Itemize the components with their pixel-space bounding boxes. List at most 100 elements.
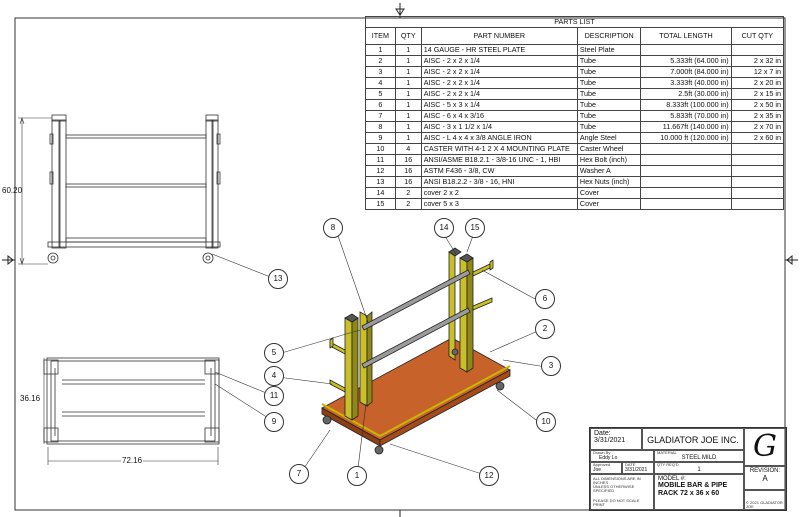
balloon-7: 7 [289, 464, 309, 484]
front-view [47, 114, 221, 264]
top-dimensions [43, 358, 219, 465]
company-name: GLADIATOR JOE INC. [642, 428, 744, 450]
date-cell: Date: 3/31/2021 [590, 428, 642, 450]
cell-part-number: 14 GAUGE - HR STEEL PLATE [420, 44, 578, 56]
cell-qty: 1 [394, 132, 422, 144]
drawn-by-cell: Drawn By Eddy Lo [590, 450, 654, 462]
cell-qty: 2 [394, 187, 422, 199]
company-logo: G [744, 428, 786, 466]
balloon-8: 8 [323, 218, 343, 238]
cell-qty: 1 [394, 44, 422, 56]
cell-cut-qty: 2 x 15 in [730, 88, 785, 100]
cell-description: Cover [576, 198, 642, 210]
front-height-label: 60.20 [2, 186, 23, 195]
balloon-12: 12 [479, 466, 499, 486]
col-qty: QTY [394, 27, 422, 45]
cell-item: 13 [365, 176, 396, 188]
cell-description: Caster Wheel [576, 143, 642, 155]
cell-total-length: 8.333ft (100.000 in) [640, 99, 732, 111]
qty-cell: QTY REQ'D 1 [654, 462, 744, 474]
cell-description: Hex Nuts (inch) [576, 176, 642, 188]
cell-total-length [640, 198, 732, 210]
col-total-length: TOTAL LENGTH [640, 27, 732, 45]
balloon-11: 11 [264, 386, 284, 406]
balloon-15: 15 [465, 218, 485, 238]
approved-date-cell: DATE 3/31/2021 [622, 462, 654, 474]
balloon-2: 2 [535, 319, 555, 339]
approved-cell: Approved Joe [590, 462, 622, 474]
cell-part-number: AISC - 5 x 3 x 1/4 [420, 99, 578, 111]
top-view [43, 357, 220, 445]
revision-label: REVISION: [749, 468, 781, 474]
parts-list-title: PARTS LIST [365, 16, 784, 28]
balloon-9: 9 [264, 412, 284, 432]
cell-total-length: 11.667ft (140.000 in) [640, 121, 732, 133]
cell-description: Washer A [576, 165, 642, 177]
cell-cut-qty [730, 154, 785, 166]
cell-cut-qty: 12 x 7 in [730, 66, 785, 78]
title-block: Date: 3/31/2021 GLADIATOR JOE INC. G Dra… [589, 427, 787, 511]
cell-description: Tube [576, 66, 642, 78]
cell-item: 2 [365, 55, 396, 67]
cell-item: 12 [365, 165, 396, 177]
cell-cut-qty: 2 x 50 in [730, 99, 785, 111]
cell-total-length: 7.000ft (84.000 in) [640, 66, 732, 78]
cell-part-number: AISC - 2 x 2 x 1/4 [420, 88, 578, 100]
cell-part-number: AISC - 6 x 4 x 3/16 [420, 110, 578, 122]
cell-description: Tube [576, 88, 642, 100]
cell-part-number: AISC - 2 x 2 x 1/4 [420, 55, 578, 67]
cell-qty: 16 [394, 165, 422, 177]
cell-item: 3 [365, 66, 396, 78]
front-height-dimension [18, 117, 52, 265]
cell-qty: 1 [394, 99, 422, 111]
approved-by: Joe [593, 467, 602, 473]
col-description: DESCRIPTION [576, 27, 642, 45]
cell-part-number: cover 2 x 2 [420, 187, 578, 199]
balloon-1: 1 [347, 466, 367, 486]
cell-part-number: ANSI B18.2.2 - 3/8 - 16, HNI [420, 176, 578, 188]
cell-part-number: AISC - 2 x 2 x 1/4 [420, 77, 578, 89]
parts-list-header: ITEM QTY PART NUMBER DESCRIPTION TOTAL L… [365, 27, 785, 45]
cell-item: 5 [365, 88, 396, 100]
model-label: MODEL #: [658, 476, 686, 482]
material-value: STEEL MILD [681, 455, 717, 461]
cell-description: Tube [576, 110, 642, 122]
cell-description: Tube [576, 77, 642, 89]
cell-part-number: ANSI/ASME B18.2.1 - 3/8-16 UNC - 1, HBI [420, 154, 578, 166]
revision-value: A [762, 474, 768, 483]
balloon-6: 6 [535, 289, 555, 309]
cell-part-number: CASTER WITH 4-1 2 X 4 MOUNTING PLATE [420, 143, 578, 155]
cell-description: Tube [576, 55, 642, 67]
cell-cut-qty: 2 x 70 in [730, 121, 785, 133]
drawn-by: Eddy Lo [599, 455, 618, 461]
cell-total-length [640, 143, 732, 155]
cell-item: 14 [365, 187, 396, 199]
col-item: ITEM [365, 27, 396, 45]
isometric-view [321, 247, 511, 455]
cell-total-length [640, 176, 732, 188]
cell-cut-qty [730, 44, 785, 56]
cell-description: Angle Steel [576, 132, 642, 144]
approved-date: 3/31/2021 [625, 467, 648, 473]
cell-cut-qty [730, 198, 785, 210]
cell-part-number: cover 5 x 3 [420, 198, 578, 210]
cell-item: 15 [365, 198, 396, 210]
cell-description: Tube [576, 121, 642, 133]
cell-cut-qty [730, 176, 785, 188]
cell-total-length [640, 165, 732, 177]
date-value: 3/31/2021 [594, 437, 626, 444]
cell-item: 6 [365, 99, 396, 111]
cell-total-length [640, 187, 732, 199]
cell-description: Hex Bolt (inch) [576, 154, 642, 166]
cell-qty: 16 [394, 154, 422, 166]
